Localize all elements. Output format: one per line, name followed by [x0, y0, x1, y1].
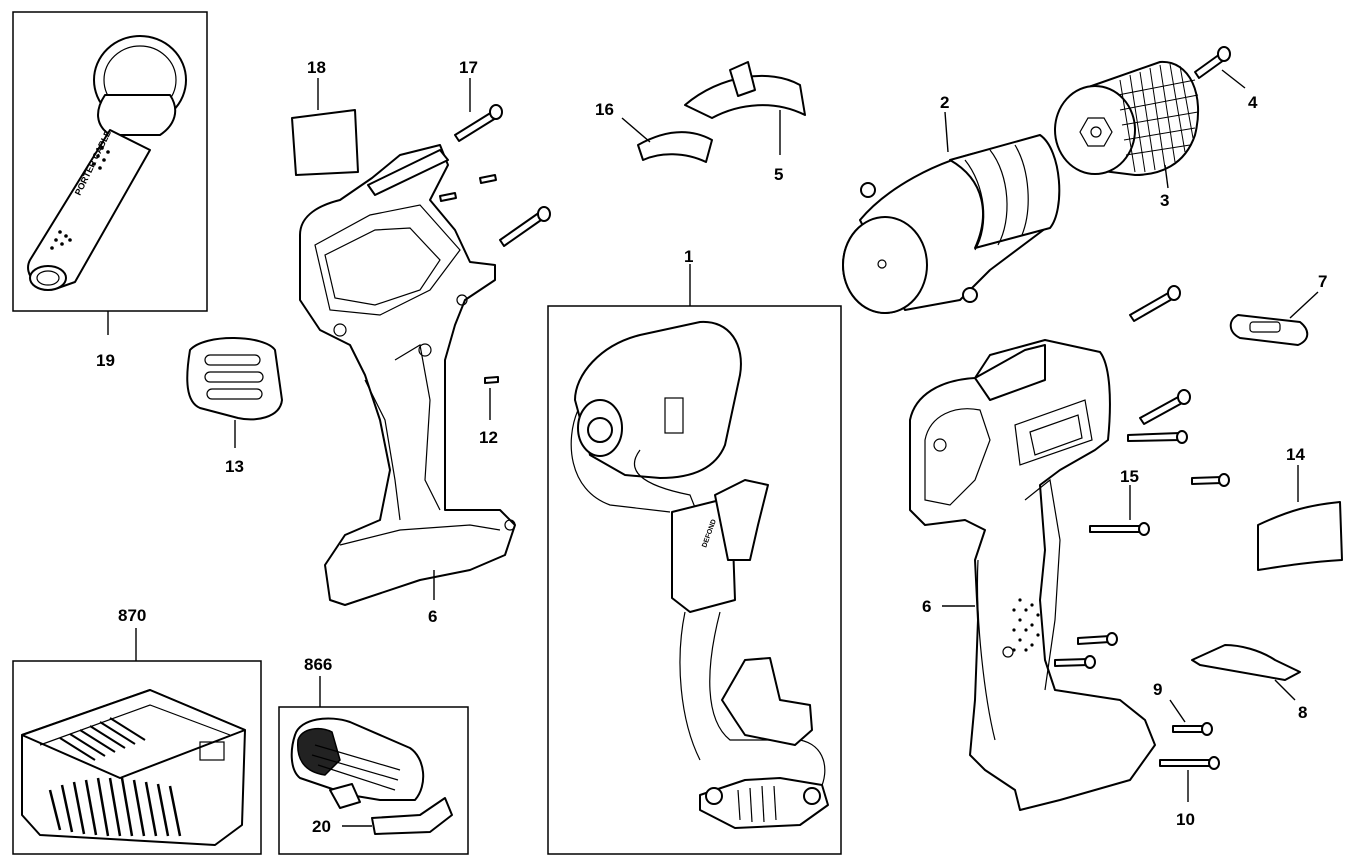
- leader-2: [944, 111, 949, 153]
- label-15: 15: [1120, 467, 1139, 486]
- clip-part-5: [684, 61, 806, 119]
- label-3: 3: [1160, 191, 1169, 210]
- screws-right: [1054, 285, 1230, 770]
- label-12: 12: [479, 428, 498, 447]
- button-cap-part-13: [186, 337, 283, 421]
- leader-9: [1169, 699, 1186, 723]
- label-part-16: [637, 131, 713, 163]
- cover-part-7: [1229, 314, 1309, 346]
- battery-part-866: [290, 717, 425, 809]
- label-14: 14: [1286, 445, 1305, 464]
- gearbox-part-2: [842, 134, 1061, 314]
- left-housing-part-6: [299, 144, 516, 606]
- charger-vents: [48, 777, 182, 837]
- label-870: 870: [118, 606, 146, 625]
- label-20: 20: [312, 817, 331, 836]
- battery-clip-part-20: [371, 797, 453, 835]
- label-4: 4: [1248, 93, 1258, 112]
- clip-part-8: [1191, 644, 1301, 681]
- leader-4: [1221, 69, 1246, 89]
- label-7: 7: [1318, 272, 1327, 291]
- label-19: 19: [96, 351, 115, 370]
- leader-8: [1274, 679, 1296, 701]
- pins-part-12: [439, 174, 499, 384]
- screw-left-housing: [499, 206, 551, 247]
- label-9: 9: [1153, 680, 1162, 699]
- label-2: 2: [940, 93, 949, 112]
- label-sheet-part-14: [1257, 501, 1343, 571]
- label-6-left: 6: [428, 607, 437, 626]
- label-sheet-part-18: [291, 109, 359, 176]
- label-8: 8: [1298, 703, 1307, 722]
- terminal-ribs: [737, 785, 777, 823]
- screw-part-4: [1194, 46, 1231, 79]
- label-866: 866: [304, 655, 332, 674]
- label-16: 16: [595, 100, 614, 119]
- box-battery: [278, 706, 469, 855]
- label-10: 10: [1176, 810, 1195, 829]
- right-housing-part-6: [909, 339, 1156, 811]
- label-1: 1: [684, 247, 693, 266]
- label-18: 18: [307, 58, 326, 77]
- label-5: 5: [774, 165, 783, 184]
- screw-part-17: [454, 104, 503, 142]
- grip-texture: [1012, 598, 1040, 652]
- chuck-knurling: [1117, 63, 1199, 173]
- chuck-part-3: [1054, 60, 1200, 176]
- side-handle-part-19: PORTER CABLE: [27, 35, 187, 291]
- motor-switch-assembly-part-1: DEFOND: [570, 320, 829, 829]
- leader-7: [1289, 291, 1319, 319]
- leader-3: [1164, 164, 1169, 189]
- leader-16: [621, 117, 651, 143]
- charger-part-870: [21, 689, 246, 846]
- box-charger: [12, 660, 262, 855]
- label-6-right: 6: [922, 597, 931, 616]
- box-side-handle: [12, 11, 208, 312]
- handle-grip-dots: [50, 146, 110, 250]
- box-motor-switch: [547, 305, 842, 855]
- label-13: 13: [225, 457, 244, 476]
- label-17: 17: [459, 58, 478, 77]
